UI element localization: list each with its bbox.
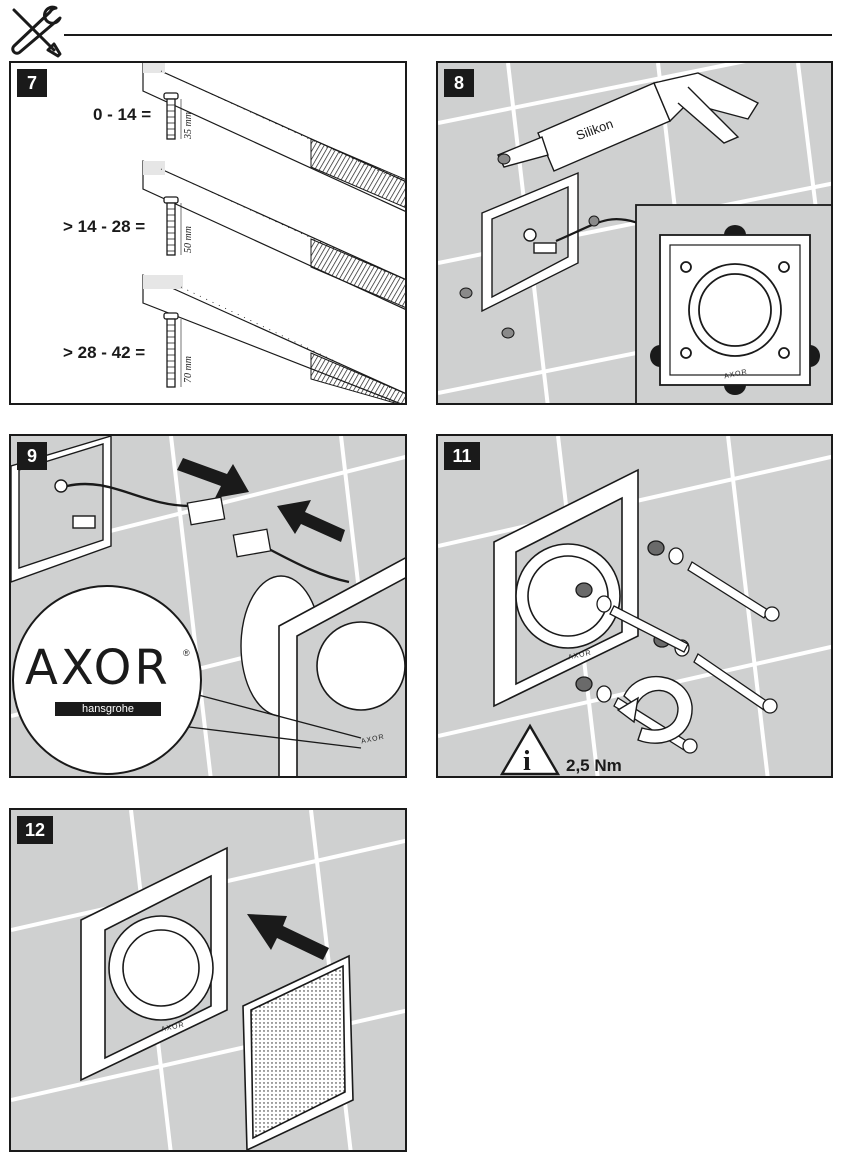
cover-mount-illustration [11, 810, 405, 1150]
step-number: 9 [17, 442, 47, 470]
brand-registered-mark: ® [183, 648, 190, 658]
connector-illustration [11, 436, 405, 776]
step-7-panel: 7 [9, 61, 407, 405]
info-symbol: i [523, 746, 531, 777]
step-9-panel: 9 [9, 434, 407, 778]
sealing-illustration [438, 63, 831, 403]
brand-sub-label: hansgrohe [55, 702, 161, 716]
screw-length-illustration [142, 63, 405, 403]
step-11-panel: 11 [436, 434, 833, 778]
step-number: 7 [17, 69, 47, 97]
screw-length-1: 35 mm [183, 112, 194, 139]
header-rule [64, 34, 832, 36]
step-number: 12 [17, 816, 53, 844]
step-12-panel: 12 AXOR [9, 808, 407, 1152]
screw-length-3: 70 mm [183, 356, 194, 383]
step-number: 8 [444, 69, 474, 97]
range-label-3: > 28 - 42 = [63, 343, 146, 362]
step-number: 11 [444, 442, 480, 470]
screw-length-2: 50 mm [183, 226, 194, 253]
range-label-2: > 14 - 28 = [63, 217, 146, 236]
wrench-screwdriver-icon [6, 2, 68, 58]
range-label-1: 0 - 14 = [93, 105, 152, 124]
screw-tightening-illustration: i [438, 436, 831, 777]
step-8-panel: 8 [436, 61, 833, 405]
brand-logo: AXOR [25, 640, 171, 696]
torque-label: 2,5 Nm [566, 756, 622, 775]
